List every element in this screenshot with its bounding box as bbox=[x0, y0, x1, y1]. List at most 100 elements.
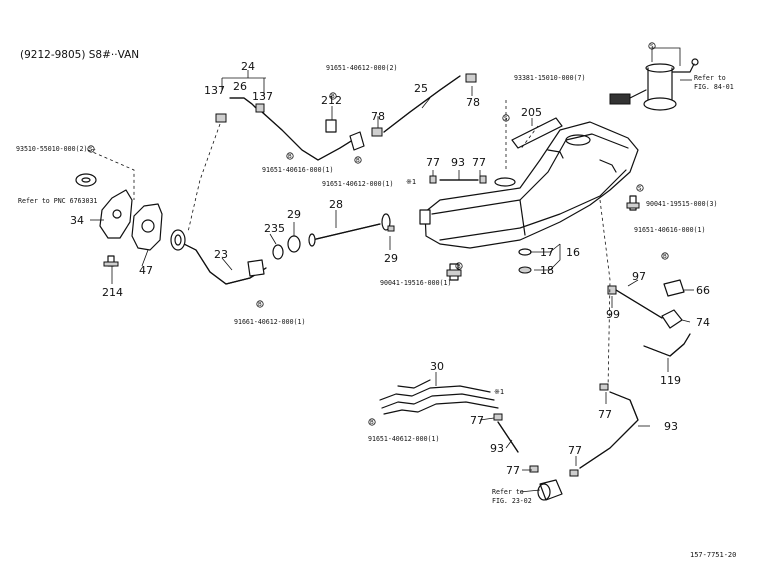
bolt-214 bbox=[103, 255, 119, 267]
clip-212 bbox=[325, 119, 337, 133]
refer-fig84-line1: Refer to bbox=[694, 74, 726, 82]
callout-91651-40616-1: 91651-40616-000(1) bbox=[262, 166, 333, 174]
part-label-77-c: 77 bbox=[470, 414, 484, 427]
svg-text:B: B bbox=[457, 264, 461, 270]
callout-90041-19515-3: 90041-19515-000(3) bbox=[646, 200, 717, 208]
clamp-137-right bbox=[255, 103, 265, 113]
part-label-66: 66 bbox=[696, 284, 710, 297]
grommet-235 bbox=[272, 244, 284, 260]
part-label-18: 18 bbox=[540, 264, 554, 277]
service-mark-3: S bbox=[87, 145, 95, 153]
part-label-214: 214 bbox=[102, 286, 123, 299]
tank-bolt-left bbox=[446, 263, 462, 281]
part-label-34: 34 bbox=[70, 214, 84, 227]
filler-pipe-23 bbox=[170, 229, 267, 285]
part-label-23: 23 bbox=[214, 248, 228, 261]
part-label-77-a: 77 bbox=[426, 156, 440, 169]
hose-93-right bbox=[569, 383, 639, 477]
part-label-47: 47 bbox=[139, 264, 153, 277]
refer-fig23-line1: Refer to bbox=[492, 488, 524, 496]
service-mark-10: B bbox=[455, 262, 463, 270]
hose-119 bbox=[643, 333, 691, 357]
refer-fig23-line2: FIG. 23-02 bbox=[492, 497, 532, 505]
gasket-top bbox=[75, 173, 97, 187]
part-label-29-right: 29 bbox=[384, 252, 398, 265]
clamp-29-right bbox=[381, 213, 395, 232]
part-label-26: 26 bbox=[233, 80, 247, 93]
part-label-77-f: 77 bbox=[598, 408, 612, 421]
clamp-78-left bbox=[371, 127, 383, 137]
callout-91661-40612-1: 91661-40612-000(1) bbox=[234, 318, 305, 326]
part-label-29-left: 29 bbox=[287, 208, 301, 221]
svg-text:S: S bbox=[504, 116, 508, 122]
valve-74 bbox=[661, 309, 683, 329]
svg-text:B: B bbox=[258, 302, 262, 308]
part-label-25: 25 bbox=[414, 82, 428, 95]
part-label-74: 74 bbox=[696, 316, 710, 329]
hose-26 bbox=[229, 97, 259, 111]
washer-17 bbox=[518, 248, 532, 274]
part-label-77-b: 77 bbox=[472, 156, 486, 169]
part-label-17: 17 bbox=[540, 246, 554, 259]
refer-fig84-line2: FIG. 84-01 bbox=[694, 83, 734, 91]
service-mark-2: S bbox=[502, 114, 510, 122]
part-label-77-e: 77 bbox=[568, 444, 582, 457]
part-label-235: 235 bbox=[264, 222, 285, 235]
service-mark-7: B bbox=[661, 252, 669, 260]
strap-205 bbox=[511, 117, 563, 149]
svg-text:S: S bbox=[650, 44, 654, 50]
part-label-205: 205 bbox=[521, 106, 542, 119]
part-label-93-a: 93 bbox=[451, 156, 465, 169]
svg-text:S: S bbox=[89, 147, 93, 153]
svg-text:B: B bbox=[331, 94, 335, 100]
pipe-assembly-30 bbox=[379, 379, 499, 415]
service-mark-5: B bbox=[286, 152, 294, 160]
pipe-24 bbox=[261, 111, 357, 161]
hose-97 bbox=[615, 289, 663, 319]
hose-93-top bbox=[429, 175, 487, 184]
callout-90041-19516-1: 90041-19516-000(1) bbox=[380, 279, 451, 287]
callout-91651-40612-1-bottom: 91651-40612-000(1) bbox=[368, 435, 439, 443]
clip-66 bbox=[663, 279, 685, 297]
filler-plate-47 bbox=[131, 203, 163, 251]
part-label-99: 99 bbox=[606, 308, 620, 321]
callout-93510-55010-2: 93510-55010-000(2) — bbox=[16, 145, 95, 153]
hose-25 bbox=[383, 75, 461, 133]
part-label-93-c: 93 bbox=[664, 420, 678, 433]
clamp-99 bbox=[607, 285, 617, 295]
fuel-pump-assembly bbox=[609, 58, 699, 111]
diagram-title: (9212-9805) S8#··VAN bbox=[20, 49, 139, 61]
svg-text:B: B bbox=[288, 154, 292, 160]
part-label-30: 30 bbox=[430, 360, 444, 373]
service-mark-4: B bbox=[329, 92, 337, 100]
part-label-93-b: 93 bbox=[490, 442, 504, 455]
clamp-29-left bbox=[287, 235, 301, 253]
service-mark-1: S bbox=[648, 42, 656, 50]
note-mark-top: ※1 bbox=[406, 178, 416, 186]
svg-text:S: S bbox=[638, 186, 642, 192]
callout-91651-40616-1-right: 91651-40616-000(1) bbox=[634, 226, 705, 234]
callout-93381-15010-7: 93381-15010-000(7) bbox=[514, 74, 585, 82]
filler-cap-34 bbox=[99, 189, 133, 239]
refer-pnc-note: Refer to PNC 6763031 bbox=[18, 197, 97, 205]
callout-91651-40612-2: 91651-40612-000(2) bbox=[326, 64, 397, 72]
part-label-137-right: 137 bbox=[252, 90, 273, 103]
part-label-24: 24 bbox=[241, 60, 255, 73]
service-mark-8: B bbox=[256, 300, 264, 308]
clamp-137-left bbox=[215, 113, 227, 123]
part-label-137-left: 137 bbox=[204, 84, 225, 97]
callout-91651-40612-1-top: 91651-40612-000(1) bbox=[322, 180, 393, 188]
service-mark-6: B bbox=[354, 156, 362, 164]
fuel-tank bbox=[419, 121, 639, 249]
tank-bolt-right bbox=[626, 195, 640, 211]
part-label-97: 97 bbox=[632, 270, 646, 283]
svg-text:B: B bbox=[663, 254, 667, 260]
hose-93-bottom bbox=[493, 413, 539, 473]
part-label-77-d: 77 bbox=[506, 464, 520, 477]
pipe-bracket-24 bbox=[349, 131, 365, 151]
part-label-212: 212 bbox=[321, 94, 342, 107]
part-label-16: 16 bbox=[566, 246, 580, 259]
service-mark-11: S bbox=[636, 184, 644, 192]
hose-28 bbox=[308, 223, 381, 247]
